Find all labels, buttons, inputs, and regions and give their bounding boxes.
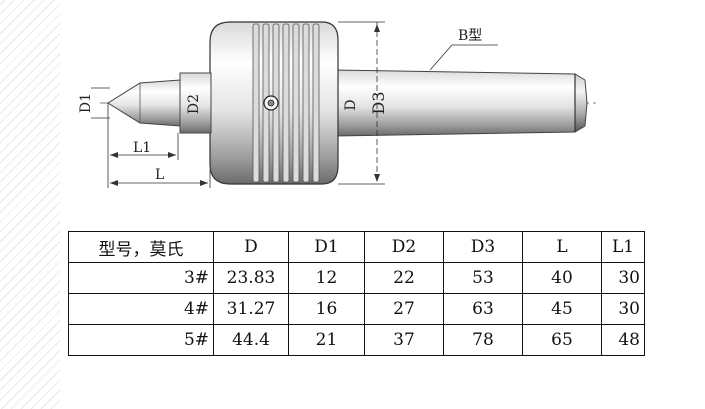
header-model: 型号，莫氏 bbox=[68, 231, 214, 263]
header-d2: D2 bbox=[364, 231, 444, 263]
cell-l: 45 bbox=[522, 293, 602, 325]
header-l1: L1 bbox=[601, 231, 645, 263]
label-d3: D3 bbox=[369, 91, 388, 114]
cell-d1: 16 bbox=[288, 293, 365, 325]
cell-d3: 63 bbox=[443, 293, 523, 325]
cell-d: 23.83 bbox=[213, 262, 289, 294]
cell-model: 4# bbox=[68, 293, 214, 325]
cell-model: 5# bbox=[68, 324, 214, 356]
shaft bbox=[179, 72, 212, 134]
dimension-lines bbox=[91, 21, 498, 188]
table-row: 5# 44.4 21 37 78 65 48 bbox=[68, 324, 645, 356]
header-l: L bbox=[522, 231, 602, 263]
cell-d1: 12 bbox=[288, 262, 365, 294]
cell-model: 3# bbox=[68, 262, 214, 294]
spec-table: 型号，莫氏 D D1 D2 D3 L L1 3# 23.83 12 22 53 … bbox=[68, 231, 645, 356]
label-d1: D1 bbox=[78, 93, 94, 113]
table-row: 3# 23.83 12 22 53 40 30 bbox=[68, 262, 645, 294]
header-d3: D3 bbox=[443, 231, 523, 263]
cell-l1: 30 bbox=[601, 293, 645, 325]
cell-d1: 21 bbox=[288, 324, 365, 356]
label-l1: L1 bbox=[133, 140, 151, 156]
label-l: L bbox=[155, 167, 164, 183]
label-d2: D2 bbox=[186, 94, 202, 114]
cell-l1: 30 bbox=[601, 262, 645, 294]
cell-d3: 78 bbox=[443, 324, 523, 356]
cell-d2: 37 bbox=[364, 324, 444, 356]
label-d: D bbox=[343, 99, 359, 110]
table-header-row: 型号，莫氏 D D1 D2 D3 L L1 bbox=[68, 231, 645, 263]
knurled-body bbox=[209, 21, 339, 185]
live-center-drawing: B型 D1 D2 D D3 L1 L bbox=[78, 21, 600, 188]
table-row: 4# 31.27 16 27 63 45 30 bbox=[68, 293, 645, 325]
cell-d2: 27 bbox=[364, 293, 444, 325]
cell-d: 44.4 bbox=[213, 324, 289, 356]
cell-l: 65 bbox=[522, 324, 602, 356]
label-b-type: B型 bbox=[458, 28, 482, 44]
header-d: D bbox=[213, 231, 289, 263]
cell-l1: 48 bbox=[601, 324, 645, 356]
cell-d: 31.27 bbox=[213, 293, 289, 325]
hatched-background-strip bbox=[0, 0, 60, 409]
cell-l: 40 bbox=[522, 262, 602, 294]
dimension-arrows bbox=[110, 24, 380, 186]
header-d1: D1 bbox=[288, 231, 365, 263]
cell-d3: 53 bbox=[443, 262, 523, 294]
cell-d2: 22 bbox=[364, 262, 444, 294]
conical-point bbox=[107, 79, 181, 127]
